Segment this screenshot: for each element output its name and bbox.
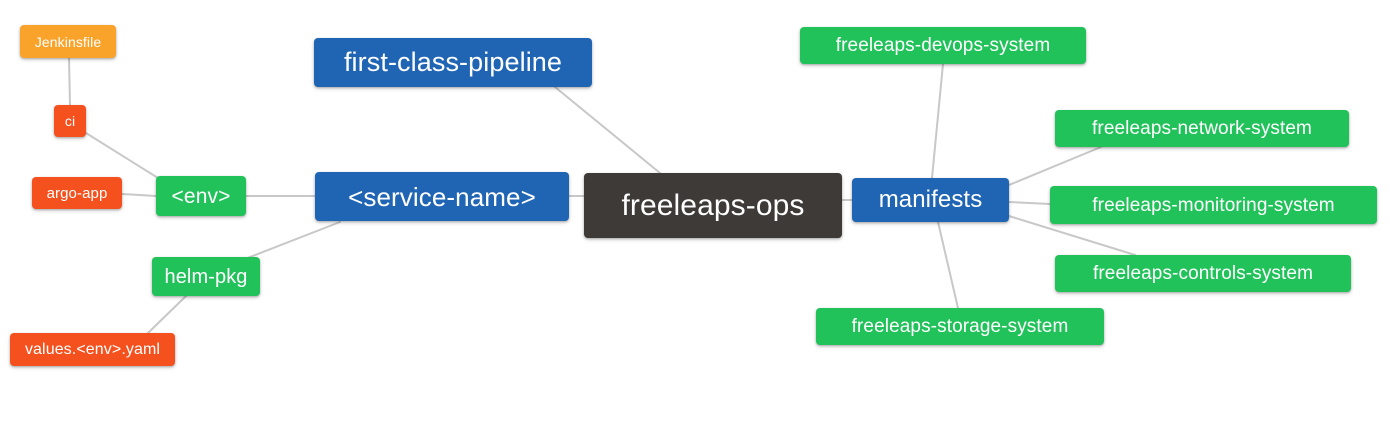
node-label-freeleaps-ops: freeleaps-ops (621, 188, 805, 222)
node-label-freeleaps-storage-system: freeleaps-storage-system (851, 316, 1069, 337)
node-ci[interactable]: ci (54, 105, 86, 137)
node-first-class-pipeline[interactable]: first-class-pipeline (314, 38, 592, 87)
node-freeleaps-storage-system[interactable]: freeleaps-storage-system (816, 308, 1104, 345)
node-label-freeleaps-monitoring-system: freeleaps-monitoring-system (1092, 194, 1335, 216)
node-freeleaps-ops[interactable]: freeleaps-ops (584, 173, 842, 238)
edge-e-manifests-monitor (1008, 201, 1051, 205)
node-freeleaps-controls-system[interactable]: freeleaps-controls-system (1055, 255, 1351, 292)
node-values-env-yaml[interactable]: values.<env>.yaml (10, 333, 175, 366)
node-label-freeleaps-devops-system: freeleaps-devops-system (835, 35, 1051, 56)
node-freeleaps-devops-system[interactable]: freeleaps-devops-system (800, 27, 1086, 64)
edge-e-values-helmpkg (147, 295, 187, 334)
node-label-ci: ci (64, 113, 76, 129)
node-service-name[interactable]: <service-name> (315, 172, 569, 221)
node-label-jenkinsfile: Jenkinsfile (34, 33, 102, 50)
edge-e-manifests-devops (931, 63, 944, 179)
node-label-service-name: <service-name> (348, 181, 536, 212)
node-argo-app[interactable]: argo-app (32, 177, 122, 209)
node-env[interactable]: <env> (156, 176, 246, 216)
node-freeleaps-network-system[interactable]: freeleaps-network-system (1055, 110, 1349, 147)
node-label-freeleaps-network-system: freeleaps-network-system (1092, 118, 1312, 139)
node-label-helm-pkg: helm-pkg (164, 265, 248, 288)
edge-e-manifests-network (1008, 146, 1102, 186)
edge-e-manifests-storage (937, 221, 959, 309)
edge-e-helmpkg-servicename (244, 221, 341, 260)
node-helm-pkg[interactable]: helm-pkg (152, 257, 260, 296)
node-label-argo-app: argo-app (46, 184, 108, 202)
node-jenkinsfile[interactable]: Jenkinsfile (20, 25, 116, 58)
node-label-values-env-yaml: values.<env>.yaml (24, 340, 161, 358)
edge-e-jenkinsfile-ci (68, 57, 71, 106)
edge-e-pipeline-ops (554, 86, 661, 174)
node-manifests[interactable]: manifests (852, 178, 1009, 222)
node-label-env: <env> (171, 184, 231, 208)
node-label-freeleaps-controls-system: freeleaps-controls-system (1092, 263, 1314, 284)
node-freeleaps-monitoring-system[interactable]: freeleaps-monitoring-system (1050, 186, 1377, 224)
edge-e-ci-env (85, 132, 159, 179)
node-label-manifests: manifests (878, 186, 983, 213)
node-label-first-class-pipeline: first-class-pipeline (343, 47, 563, 77)
edge-e-argoapp-env (121, 193, 157, 197)
